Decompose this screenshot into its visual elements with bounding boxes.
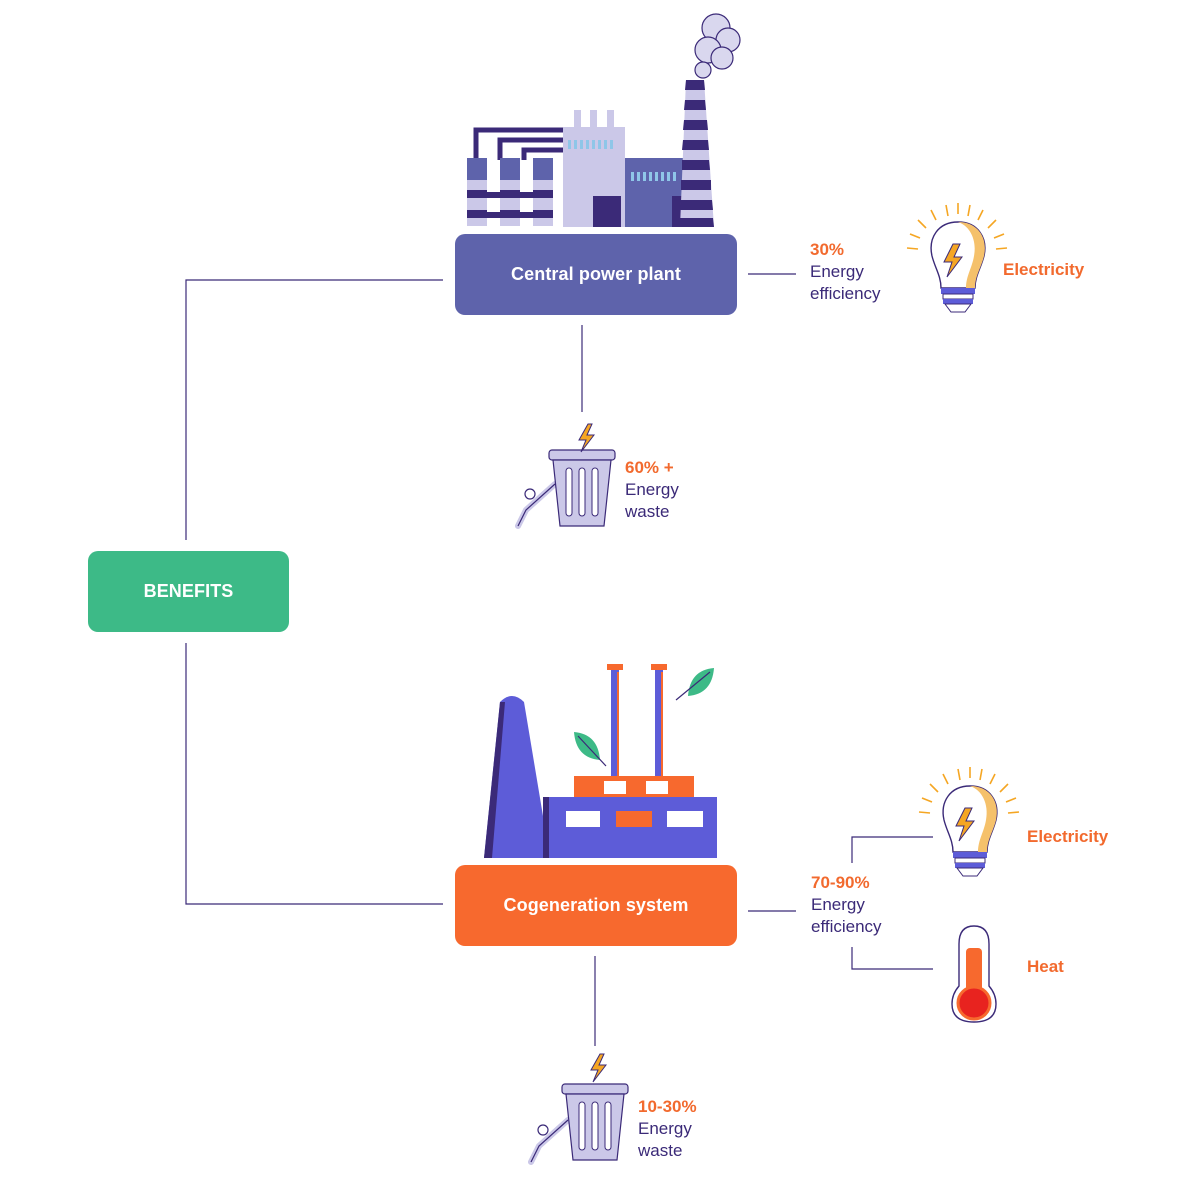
cogeneration-waste-value: 10-30% <box>638 1097 697 1116</box>
cogeneration-plant-icon <box>484 664 717 858</box>
benefits-box: BENEFITS <box>88 551 289 632</box>
light-bulb-icon <box>906 203 1008 313</box>
central-efficiency-text: 30% Energy efficiency <box>810 239 881 305</box>
cogeneration-waste-line1: Energy <box>638 1119 692 1138</box>
trash-can-icon <box>515 423 616 529</box>
cogeneration-efficiency-line1: Energy <box>811 895 865 914</box>
leaf-icon <box>675 668 714 701</box>
power-plant-icon <box>467 13 741 227</box>
cogeneration-waste-line2: waste <box>638 1141 683 1160</box>
central-output-electricity: Electricity <box>1003 260 1085 279</box>
cogeneration-efficiency-text: 70-90% Energy efficiency <box>811 872 882 938</box>
central-waste-value: 60% + <box>625 458 674 477</box>
central-power-plant-label: Central power plant <box>511 264 681 284</box>
central-waste-line1: Energy <box>625 480 679 499</box>
central-efficiency-line1: Energy <box>810 262 864 281</box>
connector-lines <box>185 273 933 1046</box>
thermometer-icon <box>951 925 997 1023</box>
cogeneration-efficiency-value: 70-90% <box>811 873 870 892</box>
leaf-icon <box>574 732 607 767</box>
cogeneration-efficiency-line2: efficiency <box>811 917 882 936</box>
central-efficiency-line2: efficiency <box>810 284 881 303</box>
cogeneration-system-label: Cogeneration system <box>503 895 689 915</box>
light-bulb-icon <box>918 767 1020 877</box>
central-waste-text: 60% + Energy waste <box>625 457 679 523</box>
central-efficiency-value: 30% <box>810 240 845 259</box>
central-power-plant-box: Central power plant <box>455 234 737 315</box>
central-waste-line2: waste <box>625 502 670 521</box>
cogeneration-output-electricity: Electricity <box>1027 827 1109 846</box>
trash-can-icon <box>528 1053 629 1165</box>
cogeneration-output-heat: Heat <box>1027 957 1064 976</box>
cogeneration-system-box: Cogeneration system <box>455 865 737 946</box>
benefits-label: BENEFITS <box>143 581 234 601</box>
cogeneration-waste-text: 10-30% Energy waste <box>638 1096 697 1162</box>
